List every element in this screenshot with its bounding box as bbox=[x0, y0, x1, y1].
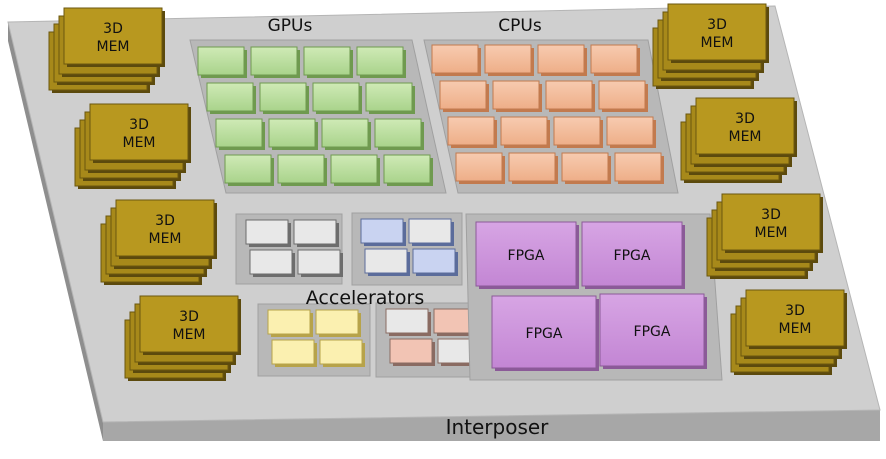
accelerators: Accelerators bbox=[235, 212, 489, 378]
mem-label-mem: MEM bbox=[172, 327, 205, 343]
accelerator-tile bbox=[271, 339, 317, 367]
cpu-core bbox=[484, 44, 534, 76]
mem-label-mem: MEM bbox=[700, 35, 733, 51]
mem-label-3d: 3D bbox=[785, 303, 805, 319]
accelerators-label: Accelerators bbox=[306, 287, 424, 309]
fpga-tile: FPGA bbox=[491, 295, 599, 371]
memory-stack: 3D MEM bbox=[74, 103, 191, 189]
gpu-core bbox=[356, 46, 406, 78]
cpu-core bbox=[598, 80, 648, 112]
fpga-tile: FPGA bbox=[475, 221, 579, 289]
gpu-core bbox=[224, 154, 274, 186]
gpu-core bbox=[312, 82, 362, 114]
accelerator-tile bbox=[385, 308, 431, 336]
accelerator-tile bbox=[267, 309, 313, 337]
mem-label-3d: 3D bbox=[129, 117, 149, 133]
accelerator-tile bbox=[315, 309, 361, 337]
cpu-core bbox=[500, 116, 550, 148]
gpu-core bbox=[303, 46, 353, 78]
accelerator-tiles bbox=[245, 218, 483, 367]
gpu-core bbox=[365, 82, 415, 114]
mem-label-3d: 3D bbox=[155, 213, 175, 229]
mem-label-3d: 3D bbox=[103, 21, 123, 37]
mem-label-mem: MEM bbox=[754, 225, 787, 241]
accelerator-tile bbox=[408, 218, 454, 246]
accelerator-tile bbox=[389, 338, 435, 366]
memory-stack: 3D MEM bbox=[652, 3, 769, 89]
fpga-label: FPGA bbox=[508, 248, 545, 264]
memory-stack: 3D MEM bbox=[730, 289, 847, 375]
mem-label-3d: 3D bbox=[179, 309, 199, 325]
gpu-core bbox=[268, 118, 318, 150]
fpga-tile: FPGA bbox=[581, 221, 685, 289]
gpu-core bbox=[259, 82, 309, 114]
accelerator-tile bbox=[297, 249, 343, 277]
accelerator-tile bbox=[360, 218, 406, 246]
gpu-core bbox=[277, 154, 327, 186]
accelerator-tile bbox=[245, 219, 291, 247]
mem-label-3d: 3D bbox=[735, 111, 755, 127]
gpu-core bbox=[215, 118, 265, 150]
cpu-core bbox=[492, 80, 542, 112]
fpga-label: FPGA bbox=[526, 326, 563, 342]
memory-stack: 3D MEM bbox=[706, 193, 823, 279]
cpu-core bbox=[508, 152, 558, 184]
mem-label-mem: MEM bbox=[122, 135, 155, 151]
memory-stack: 3D MEM bbox=[100, 199, 217, 285]
gpu-core bbox=[321, 118, 371, 150]
cpu-panel: CPUs bbox=[423, 16, 679, 194]
gpu-core bbox=[374, 118, 424, 150]
fpga-tiles: FPGA FPGA FPGA FPGA bbox=[475, 221, 707, 371]
fpga-label: FPGA bbox=[614, 248, 651, 264]
gpu-core bbox=[197, 46, 247, 78]
accelerator-tile bbox=[293, 219, 339, 247]
accelerator-tile bbox=[412, 248, 458, 276]
mem-label-mem: MEM bbox=[96, 39, 129, 55]
cpu-core bbox=[439, 80, 489, 112]
memory-stack: 3D MEM bbox=[124, 295, 241, 381]
gpu-label: GPUs bbox=[268, 16, 313, 36]
fpga-tile: FPGA bbox=[599, 293, 707, 369]
gpu-core bbox=[206, 82, 256, 114]
mem-label-mem: MEM bbox=[148, 231, 181, 247]
mem-label-mem: MEM bbox=[778, 321, 811, 337]
memory-stack: 3D MEM bbox=[48, 7, 165, 93]
gpu-core bbox=[383, 154, 433, 186]
cpu-core bbox=[553, 116, 603, 148]
cpu-core bbox=[590, 44, 640, 76]
cpu-core bbox=[606, 116, 656, 148]
fpga-panel: FPGA FPGA FPGA FPGA bbox=[465, 213, 723, 381]
interposer-label: Interposer bbox=[446, 415, 550, 439]
gpu-cores bbox=[197, 46, 433, 186]
mem-label-3d: 3D bbox=[761, 207, 781, 223]
cpu-label: CPUs bbox=[498, 16, 542, 36]
cpu-core bbox=[614, 152, 664, 184]
interposer-bottom-edge bbox=[103, 410, 880, 441]
cpu-core bbox=[447, 116, 497, 148]
cpu-core bbox=[537, 44, 587, 76]
cpu-core bbox=[431, 44, 481, 76]
cpu-core bbox=[455, 152, 505, 184]
accelerator-tile bbox=[364, 248, 410, 276]
gpu-core bbox=[250, 46, 300, 78]
cpu-cores bbox=[431, 44, 664, 184]
cpu-core bbox=[561, 152, 611, 184]
gpu-core bbox=[330, 154, 380, 186]
memory-stacks: 3D MEM 3D MEM 3D MEM 3D MEM 3D MEM 3D MEM 3D MEM 3D MEM bbox=[48, 3, 847, 381]
interposer-front-edge bbox=[8, 22, 103, 441]
gpu-panel: GPUs bbox=[189, 16, 447, 194]
mem-label-mem: MEM bbox=[728, 129, 761, 145]
fpga-label: FPGA bbox=[634, 324, 671, 340]
cpu-core bbox=[545, 80, 595, 112]
mem-label-3d: 3D bbox=[707, 17, 727, 33]
memory-stack: 3D MEM bbox=[680, 97, 797, 183]
accelerator-tile bbox=[249, 249, 295, 277]
accelerator-tile bbox=[319, 339, 365, 367]
